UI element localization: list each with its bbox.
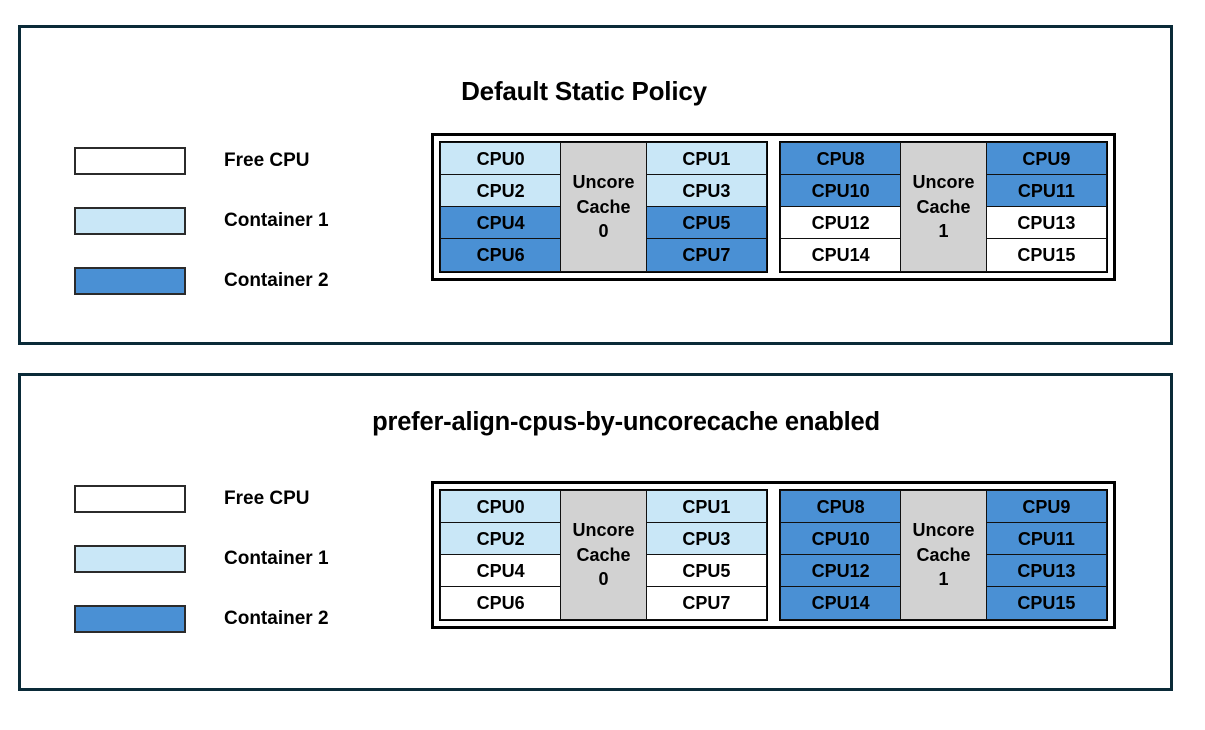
legend-swatch (74, 545, 186, 573)
uncore-cache-label-line: 1 (938, 221, 949, 242)
cpu-cell: CPU8 (780, 490, 901, 524)
legend-item: Container 1 (74, 191, 329, 251)
cpu-cell: CPU0 (440, 490, 561, 524)
cpu-cell: CPU9 (986, 142, 1107, 176)
uncore-cache-label-line: 1 (938, 569, 949, 590)
cpu-cell: CPU13 (986, 206, 1107, 240)
uncore-cache-label-line: Cache (916, 196, 971, 217)
cpu-cell: CPU14 (780, 238, 901, 272)
uncore-cache-label-line: 0 (598, 221, 609, 242)
cpu-cell: CPU4 (440, 554, 561, 588)
uncore-cache-label-line: Uncore (912, 171, 975, 192)
cpu-cell: CPU11 (986, 522, 1107, 556)
uncore-cache-label-line: Uncore (572, 171, 635, 192)
uncore-cache-label-line: Cache (916, 544, 971, 565)
cpu-cell: CPU10 (780, 522, 901, 556)
cpu-cell: CPU0 (440, 142, 561, 176)
cpu-cell: CPU1 (646, 142, 767, 176)
cpu-cell: CPU8 (780, 142, 901, 176)
cpu-cell: CPU10 (780, 174, 901, 208)
panel-prefer-align-cpus-by-uncorecache: prefer-align-cpus-by-uncorecache enabled… (18, 373, 1173, 691)
cpu-cell: CPU7 (646, 586, 767, 620)
legend-label: Container 1 (224, 548, 329, 569)
legend: Free CPU Container 1 Container 2 (74, 131, 329, 311)
legend-label: Container 2 (224, 270, 329, 291)
cpu-cell: CPU14 (780, 586, 901, 620)
cpu-cell: CPU3 (646, 174, 767, 208)
legend: Free CPU Container 1 Container 2 (74, 469, 329, 649)
uncore-cache-label-line: Uncore (572, 519, 635, 540)
uncore-cache-label-line: Cache (576, 196, 631, 217)
cpu-cell: CPU5 (646, 554, 767, 588)
legend-label: Container 2 (224, 608, 329, 629)
legend-label: Free CPU (224, 150, 310, 171)
legend-swatch (74, 207, 186, 235)
cpu-cell: CPU15 (986, 238, 1107, 272)
uncore-cache-label-line: 0 (598, 569, 609, 590)
cpu-cell: CPU11 (986, 174, 1107, 208)
legend-item: Free CPU (74, 469, 329, 529)
panel-default-static-policy: Default Static Policy Free CPU Container … (18, 25, 1173, 345)
legend-swatch (74, 605, 186, 633)
cpu-cell: CPU12 (780, 554, 901, 588)
cpu-cell: CPU15 (986, 586, 1107, 620)
cpu-cell: CPU9 (986, 490, 1107, 524)
legend-label: Container 1 (224, 210, 329, 231)
legend-label: Free CPU (224, 488, 310, 509)
cpu-cell: CPU3 (646, 522, 767, 556)
cpu-cell: CPU13 (986, 554, 1107, 588)
cpu-cell: CPU2 (440, 174, 561, 208)
legend-swatch (74, 267, 186, 295)
page-title: prefer-align-cpus-by-uncorecache enabled (372, 408, 880, 436)
page-title: Default Static Policy (461, 76, 707, 106)
cpu-cell: CPU6 (440, 586, 561, 620)
legend-item: Free CPU (74, 131, 329, 191)
legend-swatch (74, 485, 186, 513)
legend-item: Container 1 (74, 529, 329, 589)
uncore-cache-label-line: Uncore (912, 519, 975, 540)
uncore-cache-label-line: Cache (576, 544, 631, 565)
cpu-cell: CPU2 (440, 522, 561, 556)
legend-swatch (74, 147, 186, 175)
cpu-cell: CPU7 (646, 238, 767, 272)
cpu-cell: CPU12 (780, 206, 901, 240)
legend-item: Container 2 (74, 589, 329, 649)
cpu-cell: CPU4 (440, 206, 561, 240)
cpu-cell: CPU5 (646, 206, 767, 240)
cpu-cell: CPU6 (440, 238, 561, 272)
cpu-cell: CPU1 (646, 490, 767, 524)
legend-item: Container 2 (74, 251, 329, 311)
